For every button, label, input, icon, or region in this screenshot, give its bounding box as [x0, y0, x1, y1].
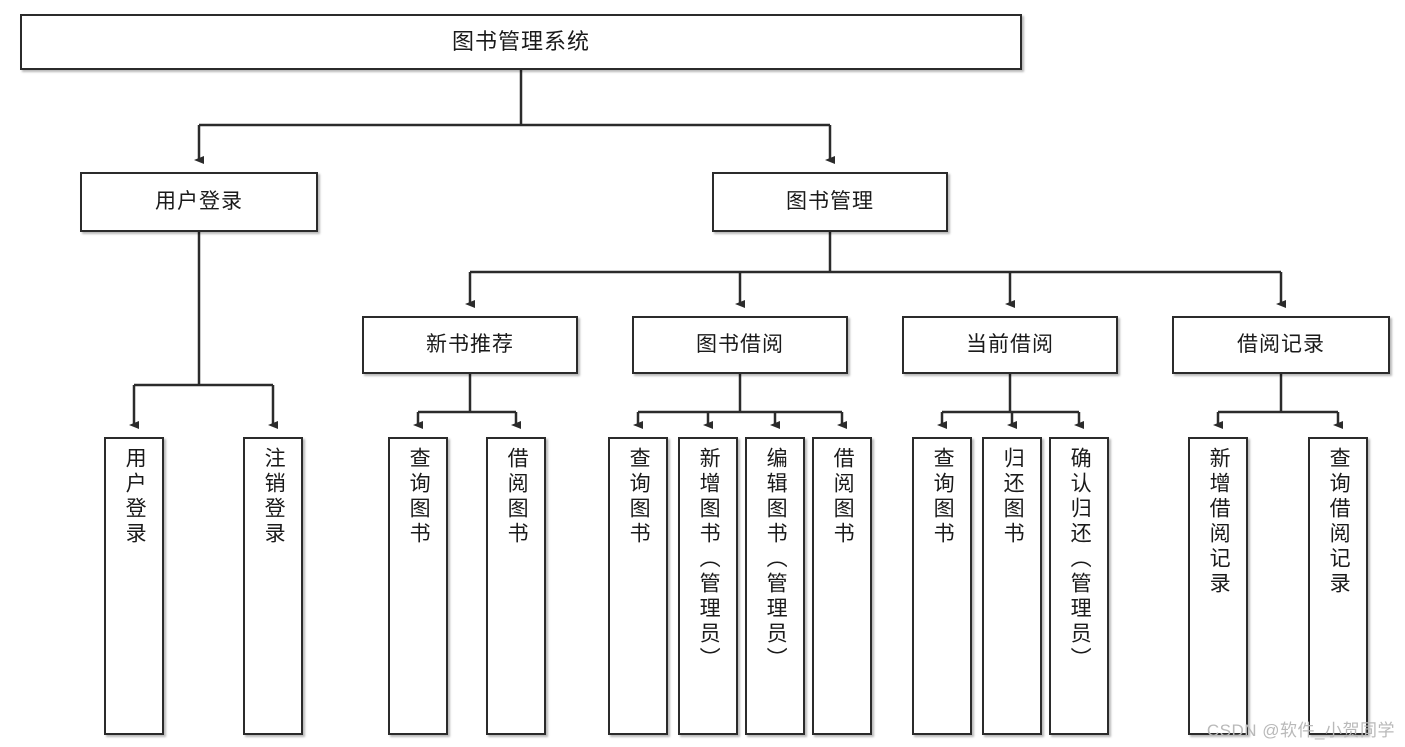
leaf-node[interactable]: 新增借阅记录 [1188, 437, 1248, 735]
leaf-node[interactable]: 借阅图书 [486, 437, 546, 735]
node-label: 用户登录 [155, 189, 243, 213]
leaf-node-label: 新增图书（管理员） [697, 447, 721, 672]
leaf-node[interactable]: 查询图书 [608, 437, 668, 735]
node-new-book-recommendation[interactable]: 新书推荐 [362, 316, 578, 374]
node-borrow-record[interactable]: 借阅记录 [1172, 316, 1390, 374]
leaf-node[interactable]: 确认归还（管理员） [1049, 437, 1109, 735]
leaf-node-label: 编辑图书（管理员） [764, 447, 788, 672]
node-root-system[interactable]: 图书管理系统 [20, 14, 1022, 70]
watermark: CSDN @软件_小贺同学 [1206, 721, 1395, 740]
leaf-node-label: 用户登录 [123, 447, 147, 547]
leaf-node[interactable]: 用户登录 [104, 437, 164, 735]
node-label: 当前借阅 [966, 332, 1054, 356]
leaf-node[interactable]: 注销登录 [243, 437, 303, 735]
node-label: 借阅记录 [1237, 332, 1325, 356]
leaf-node[interactable]: 查询图书 [388, 437, 448, 735]
leaf-node-label: 查询图书 [407, 447, 431, 547]
node-label: 新书推荐 [426, 332, 514, 356]
leaf-node[interactable]: 查询借阅记录 [1308, 437, 1368, 735]
node-book-borrow[interactable]: 图书借阅 [632, 316, 848, 374]
leaf-node[interactable]: 查询图书 [912, 437, 972, 735]
leaf-node-label: 查询图书 [627, 447, 651, 547]
leaf-node-label: 查询借阅记录 [1327, 447, 1351, 597]
node-label: 图书借阅 [696, 332, 784, 356]
leaf-node-label: 归还图书 [1001, 447, 1025, 547]
leaf-node-label: 查询图书 [931, 447, 955, 547]
leaf-node[interactable]: 编辑图书（管理员） [745, 437, 805, 735]
node-book-management[interactable]: 图书管理 [712, 172, 948, 232]
leaf-node[interactable]: 新增图书（管理员） [678, 437, 738, 735]
leaf-node[interactable]: 借阅图书 [812, 437, 872, 735]
leaf-node-label: 确认归还（管理员） [1068, 447, 1092, 672]
node-label: 图书管理 [786, 189, 874, 213]
node-current-borrow[interactable]: 当前借阅 [902, 316, 1118, 374]
leaf-node-label: 借阅图书 [831, 447, 855, 547]
node-user-login[interactable]: 用户登录 [80, 172, 318, 232]
leaf-node-label: 借阅图书 [505, 447, 529, 547]
leaf-node-label: 新增借阅记录 [1207, 447, 1231, 597]
leaf-node-label: 注销登录 [262, 447, 286, 547]
leaf-node[interactable]: 归还图书 [982, 437, 1042, 735]
node-label: 图书管理系统 [451, 29, 590, 55]
